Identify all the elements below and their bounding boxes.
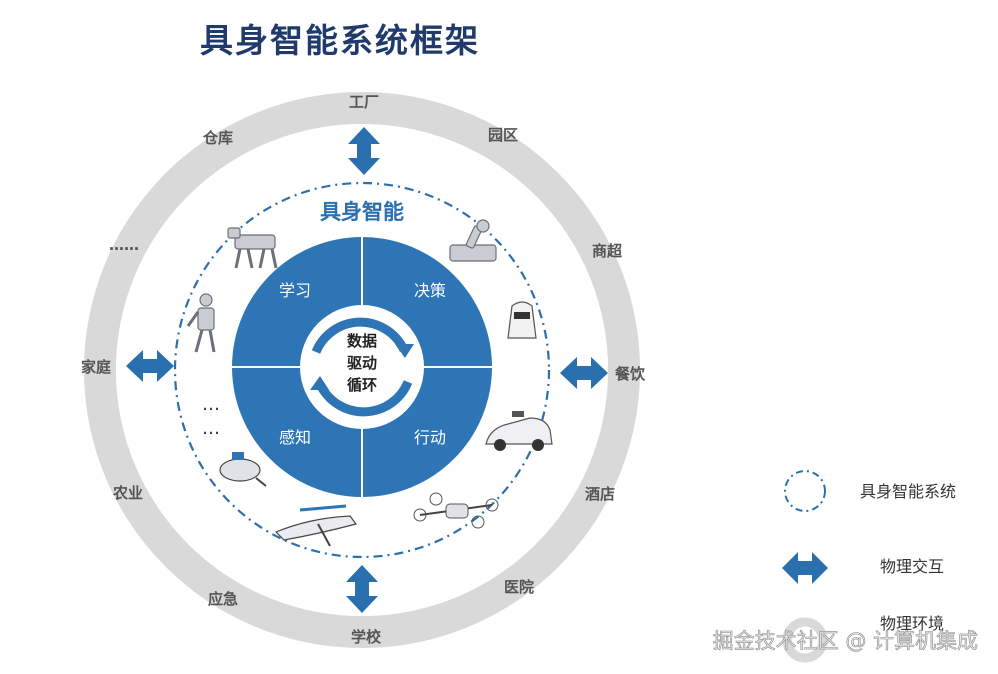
inner-ellipsis-1: … <box>202 394 220 415</box>
ring-label-emergency: 应急 <box>208 590 238 608</box>
cycle-arrows-icon <box>310 317 414 417</box>
ring-label-factory: 工厂 <box>349 93 379 111</box>
quadrant-learning: 学习 <box>279 281 311 300</box>
interaction-arrow-left-icon <box>126 350 174 382</box>
page-title: 具身智能系统框架 <box>200 21 480 60</box>
watermark: 掘金技术社区 @ 计算机集成 <box>713 629 978 653</box>
ring-label-hospital: 医院 <box>504 578 534 596</box>
ring-label-agriculture: 农业 <box>112 484 143 502</box>
legend: 具身智能系统 物理交互 物理环境 <box>782 470 956 663</box>
service-robot-icon <box>507 301 537 339</box>
outer-ring <box>84 92 640 648</box>
quadrant-perception: 感知 <box>279 428 311 447</box>
inner-title: 具身智能 <box>320 200 404 224</box>
legend-label-system: 具身智能系统 <box>860 482 956 501</box>
humanoid-robot-icon <box>186 293 216 353</box>
inner-ellipsis-2: … <box>202 418 220 439</box>
drone-icon <box>413 492 499 529</box>
ring-label-mall: 商超 <box>592 242 623 260</box>
legend-label-environment: 物理环境 <box>880 614 944 633</box>
ring-label-hotel: 酒店 <box>585 485 615 503</box>
aircraft-icon <box>274 504 358 547</box>
autonomous-car-icon <box>485 411 553 451</box>
robot-arm-icon <box>449 219 497 262</box>
ring-label-more: …… <box>109 236 139 254</box>
interaction-arrow-bottom-icon <box>346 565 378 613</box>
legend-arrow-icon <box>782 552 828 584</box>
center-line-3: 循环 <box>347 376 377 394</box>
interaction-arrow-top-icon <box>348 127 380 175</box>
ring-label-warehouse: 仓库 <box>202 129 233 147</box>
robot-dog-icon <box>227 227 278 269</box>
interaction-arrow-right-icon <box>560 357 608 389</box>
quadrant-action: 行动 <box>414 428 446 447</box>
ring-label-home: 家庭 <box>81 358 112 376</box>
underwater-robot-icon <box>219 452 267 487</box>
center-line-1: 数据 <box>347 332 377 350</box>
ring-label-catering: 餐饮 <box>615 365 646 383</box>
legend-gray-ring-icon <box>782 617 828 663</box>
center-line-2: 驱动 <box>347 354 377 372</box>
legend-dashed-circle-icon <box>784 470 826 512</box>
legend-label-interaction: 物理交互 <box>880 557 944 576</box>
quadrant-decision: 决策 <box>414 281 446 300</box>
ring-label-school: 学校 <box>351 628 382 646</box>
ring-label-park: 园区 <box>488 126 518 144</box>
system-boundary-dashed <box>173 181 551 559</box>
